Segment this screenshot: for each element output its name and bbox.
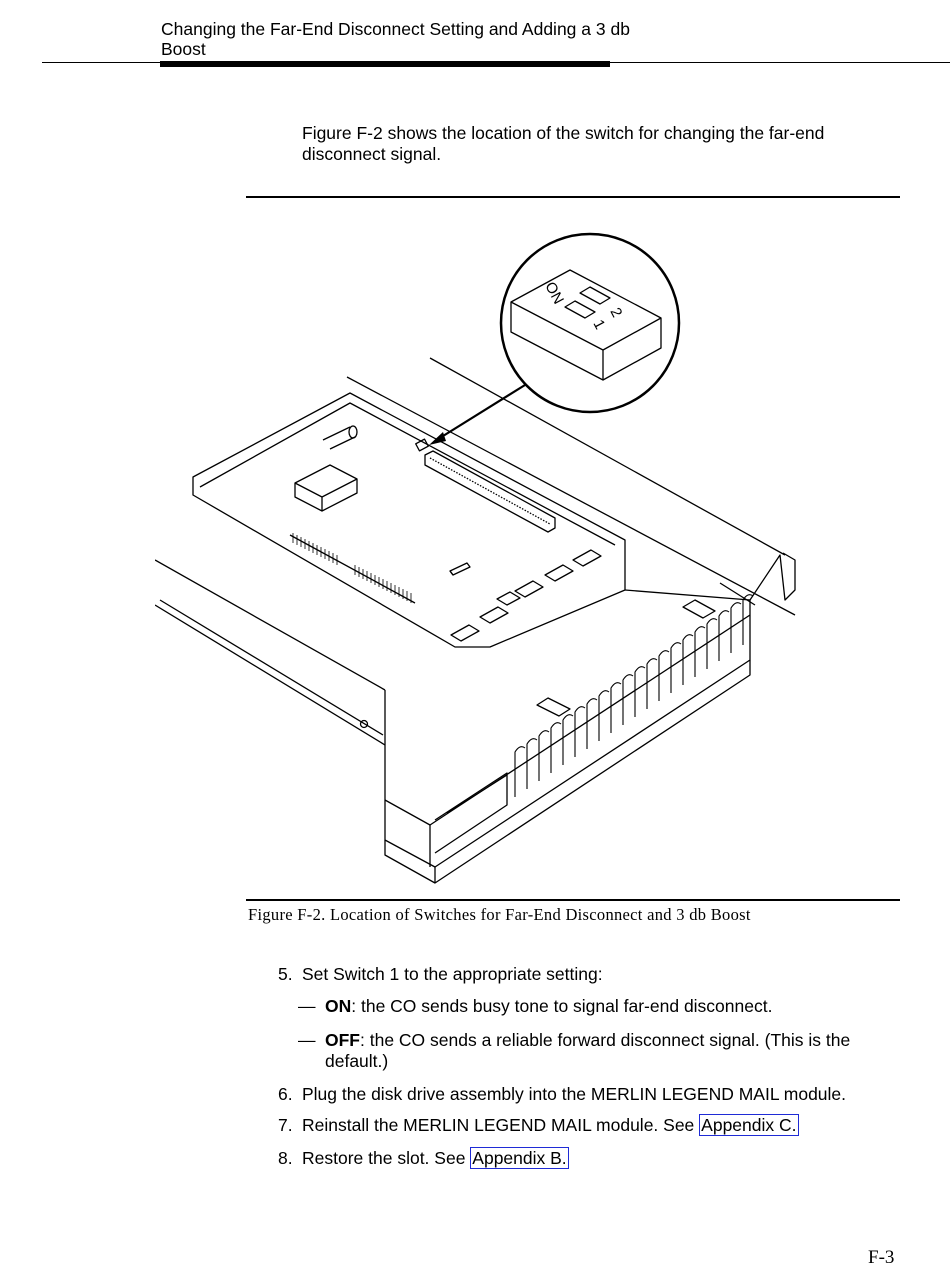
step-number: 6. <box>278 1084 293 1104</box>
callout-switch-block-edge <box>510 301 662 380</box>
chip <box>449 562 471 576</box>
step-text: Reinstall the MERLIN LEGEND MAIL module.… <box>302 1115 695 1135</box>
front-latch <box>682 599 716 619</box>
option-dash: — <box>298 996 316 1016</box>
board-connector <box>424 450 556 533</box>
board-component-edge <box>294 478 358 511</box>
callout-circle <box>499 232 681 414</box>
chip <box>450 624 480 642</box>
option-off: — OFF: the CO sends a reliable forward d… <box>298 1030 898 1072</box>
running-header-title: Changing the Far-End Disconnect Setting … <box>161 19 630 59</box>
option-label-off: OFF <box>325 1030 360 1050</box>
callout-switch-slot-2 <box>579 286 611 305</box>
board-component <box>294 464 358 512</box>
module-front <box>384 589 751 868</box>
module-edge <box>429 357 786 556</box>
board-cylinder <box>322 426 356 450</box>
module-edge <box>159 599 384 736</box>
screw-hole <box>359 719 369 729</box>
header-rule-thick <box>160 61 610 67</box>
appendix-c-link[interactable]: Appendix C. <box>699 1114 799 1136</box>
step-text: Restore the slot. See <box>302 1148 466 1168</box>
option-text: : the CO sends a reliable forward discon… <box>325 1030 851 1071</box>
board-cylinder-end <box>348 425 358 439</box>
step-number: 8. <box>278 1148 293 1168</box>
edge-connector <box>289 534 416 604</box>
chip <box>572 549 602 567</box>
step-number: 7. <box>278 1115 293 1135</box>
figure-caption: Figure F-2. Location of Switches for Far… <box>248 905 751 924</box>
chip <box>479 606 509 624</box>
option-label-on: ON <box>325 996 352 1016</box>
tray-inner-edge <box>199 402 616 546</box>
dip-switch-on-board <box>415 438 429 452</box>
callout-arrowhead <box>429 432 446 445</box>
intro-paragraph: Figure F-2 shows the location of the swi… <box>302 123 825 164</box>
step-number: 5. <box>278 964 293 984</box>
callout-switch-block <box>510 269 662 381</box>
step-text: Set Switch 1 to the appropriate setting: <box>302 964 603 984</box>
module-edge <box>346 376 796 616</box>
tray-outline <box>192 392 626 648</box>
page-number: F-3 <box>868 1247 895 1268</box>
option-on: — ON: the CO sends busy tone to signal f… <box>298 996 898 1017</box>
switch-label-2: 2 <box>606 305 625 320</box>
option-dash: — <box>298 1030 316 1050</box>
chip <box>544 564 574 582</box>
callout-arrow <box>434 384 526 442</box>
end-bracket <box>749 552 796 601</box>
module-edge <box>155 604 386 746</box>
chip <box>496 591 521 606</box>
chip <box>514 580 544 598</box>
handle-opening <box>434 772 508 854</box>
figure-bottom-rule <box>246 899 900 901</box>
vent-slots <box>514 594 754 797</box>
appendix-b-link[interactable]: Appendix B. <box>470 1147 569 1169</box>
module-edge <box>155 559 386 691</box>
option-text: : the CO sends busy tone to signal far-e… <box>351 996 773 1016</box>
step-text: Plug the disk drive assembly into the ME… <box>302 1084 847 1104</box>
module-illustration: ON 1 2 <box>155 232 796 884</box>
figure-top-rule <box>246 196 900 198</box>
switch-label-1: 1 <box>589 317 608 332</box>
callout-switch-slot-1 <box>564 300 596 319</box>
front-latch <box>536 697 571 717</box>
